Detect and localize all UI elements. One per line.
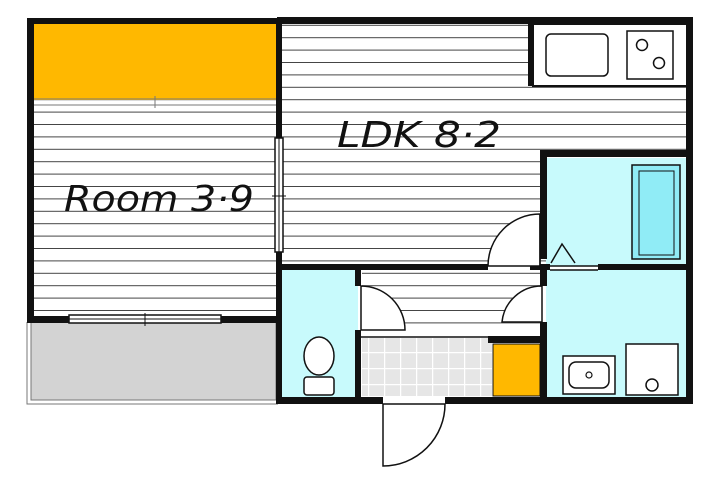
window-icon — [68, 313, 222, 326]
closet — [34, 24, 277, 100]
washbasin-icon — [562, 355, 616, 395]
sliding-door — [272, 137, 286, 253]
bath-door-icon — [550, 242, 576, 264]
sink-icon — [545, 33, 609, 77]
shoe-storage — [492, 343, 541, 397]
stove-icon — [626, 30, 674, 80]
toilet-icon — [303, 336, 335, 396]
walls — [27, 17, 693, 404]
room-label: Room 3·9 — [64, 179, 254, 220]
door-swing-icon — [360, 213, 543, 467]
ldk-label: LDK 8·2 — [337, 115, 501, 156]
entrance-tiles — [362, 338, 492, 396]
room-floor — [34, 100, 277, 317]
washer-pan-icon — [625, 343, 679, 396]
balcony — [30, 319, 277, 401]
